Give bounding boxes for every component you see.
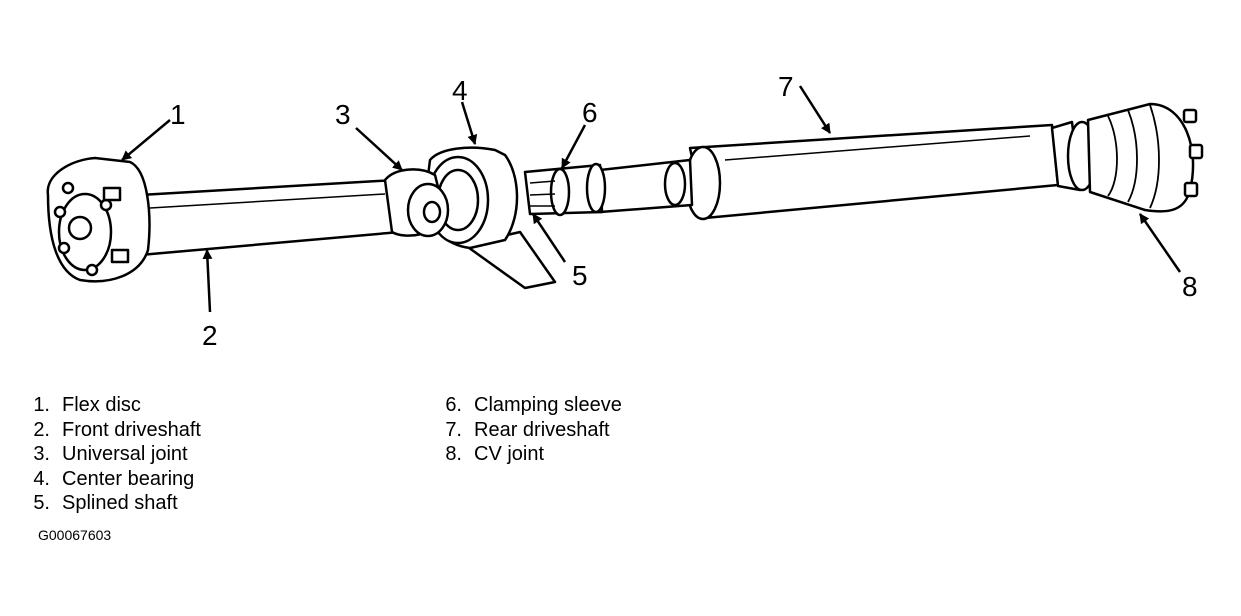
legend-item: 7.Rear driveshaft	[445, 418, 610, 441]
universal-joint	[383, 168, 450, 238]
leader-2	[202, 249, 213, 313]
callout-6: 6	[582, 97, 598, 128]
callout-2: 2	[202, 320, 218, 351]
clamping-sleeve	[523, 162, 607, 217]
legend-item: 1.Flex disc	[33, 394, 141, 416]
legend-item: 4.Center bearing	[33, 467, 195, 490]
driveshaft-diagram: 1 2 3 4 5 6 7 8	[46, 71, 1204, 351]
cv-joint	[1050, 102, 1204, 213]
legend-left: 1.Flex disc 2.Front driveshaft 3.Univers…	[22, 393, 201, 516]
rear-driveshaft	[598, 123, 1060, 221]
callout-4: 4	[452, 75, 468, 106]
callout-3: 3	[335, 99, 351, 130]
legend-item: 8.CV joint	[445, 443, 545, 465]
callout-1: 1	[170, 99, 186, 130]
leader-7	[798, 85, 832, 134]
legend-item: 2.Front driveshaft	[33, 418, 201, 441]
callout-5: 5	[572, 260, 588, 291]
leader-4	[460, 101, 478, 145]
leader-8	[1138, 213, 1182, 273]
figure-code: G00067603	[38, 527, 112, 543]
callout-7: 7	[778, 71, 794, 102]
legend-item: 6.Clamping sleeve	[445, 394, 622, 416]
leader-6	[560, 124, 587, 169]
flex-disc	[46, 156, 151, 283]
legend-item: 3.Universal joint	[33, 443, 188, 465]
leader-1	[121, 119, 171, 161]
legend-right: 6.Clamping sleeve 7.Rear driveshaft 8.CV…	[434, 393, 622, 467]
leader-5	[531, 213, 567, 263]
callout-8: 8	[1182, 271, 1198, 302]
legend-item: 5.Splined shaft	[33, 492, 178, 514]
front-driveshaft	[138, 178, 402, 257]
leader-3	[355, 127, 403, 171]
